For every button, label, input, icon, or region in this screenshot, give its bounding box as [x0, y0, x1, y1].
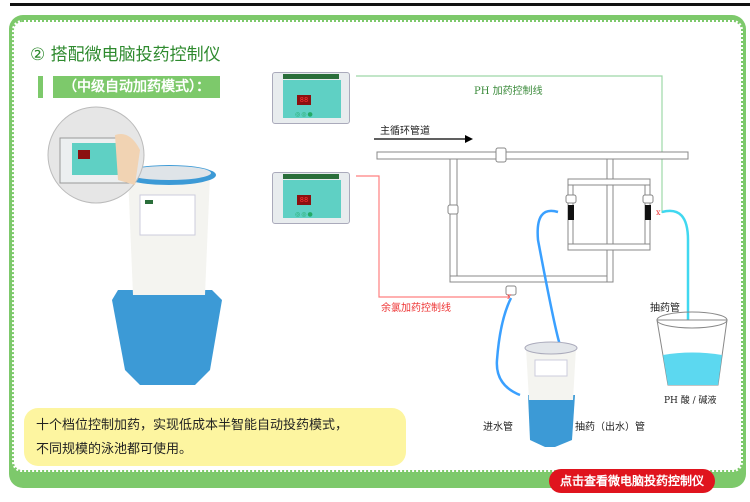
ph-control-line — [356, 75, 663, 213]
outlet-hose — [536, 209, 562, 346]
suction-hose — [661, 209, 690, 350]
main-pipe-label: 主循环管道 — [380, 126, 430, 137]
description-note: 十个档位控制加药，实现低成本半智能自动投药模式， 不同规模的泳池都可使用。 — [24, 408, 406, 466]
note-line-1: 十个档位控制加药，实现低成本半智能自动投药模式， — [36, 418, 349, 433]
chlorine-line-label: 余氯加药控制线 — [381, 303, 451, 314]
dosing-bucket-large — [112, 165, 222, 385]
suction-pipe-label: 抽药管 — [650, 303, 680, 314]
subtitle-marker — [38, 76, 43, 98]
note-line-2: 不同规模的泳池都可使用。 — [36, 442, 193, 457]
liquid-label: PH 酸 / 碱液 — [664, 396, 717, 406]
flow-arrow — [374, 135, 473, 143]
section-title: ② 搭配微电脑投药控制仪 — [30, 45, 221, 65]
dosing-bucket-small — [524, 341, 578, 447]
controller-display: 88 — [297, 95, 311, 105]
controller-buttons: ◎◎● — [295, 111, 314, 118]
main-pipe — [376, 147, 689, 296]
controller-display: 88 — [297, 195, 311, 205]
chlorine-controller: 88 ◎◎● — [272, 172, 350, 224]
ph-line-label: PH 加药控制线 — [474, 86, 543, 97]
section-subtitle: （中级自动加药模式）： — [53, 76, 220, 98]
svg-text:x: x — [507, 292, 512, 301]
controller-in-hand — [47, 106, 145, 204]
top-divider — [10, 3, 750, 6]
inlet-label: 进水管 — [483, 422, 513, 433]
svg-text:x: x — [656, 208, 661, 217]
chlorine-control-line — [356, 175, 509, 298]
view-controller-button[interactable]: 点击查看微电脑投药控制仪 — [549, 469, 715, 493]
outlet-label: 抽药（出水）管 — [575, 422, 645, 433]
inlet-hose — [495, 297, 521, 397]
chemical-beaker — [656, 311, 728, 386]
controller-buttons: ◎◎● — [295, 211, 314, 218]
ph-controller: 88 ◎◎● — [272, 72, 350, 124]
